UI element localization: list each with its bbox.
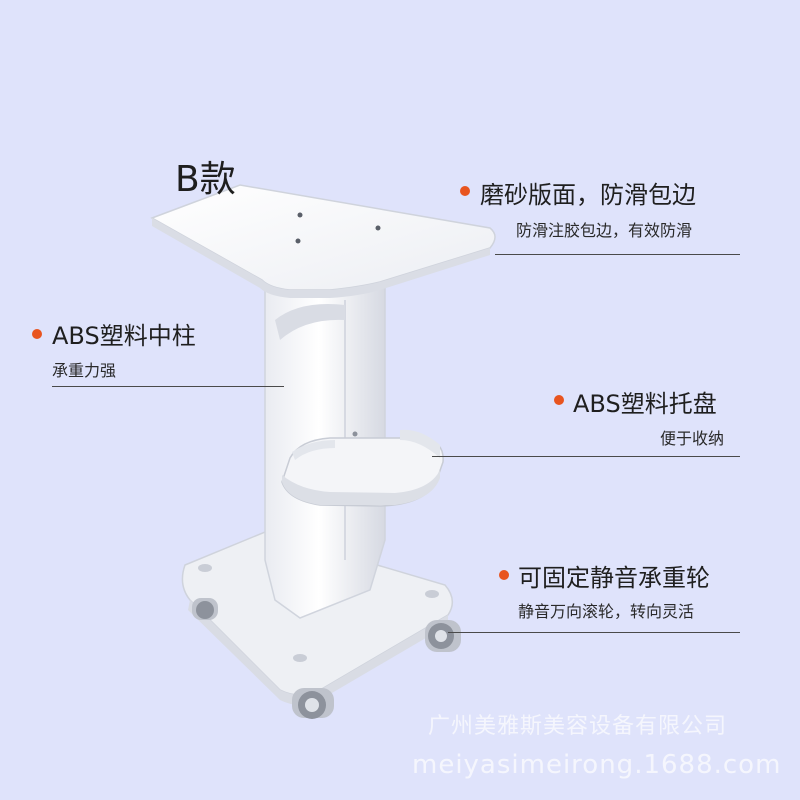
watermark-url: meiyasimeirong.1688.com bbox=[412, 750, 782, 780]
annotation-title-wheels: 可固定静音承重轮 bbox=[518, 564, 710, 592]
annotation-line-column bbox=[52, 386, 284, 387]
annotation-subtitle-column: 承重力强 bbox=[52, 361, 117, 380]
wheel-left bbox=[192, 598, 218, 620]
annotation-line-wheels bbox=[448, 632, 740, 633]
annotation-subtitle-tray: 便于收纳 bbox=[660, 429, 725, 448]
annotation-line-tray bbox=[432, 456, 740, 457]
bullet-dot bbox=[499, 570, 509, 580]
model-label: B款 bbox=[175, 159, 236, 200]
wheel-right bbox=[425, 620, 461, 652]
annotation-subtitle-surface: 防滑注胶包边，有效防滑 bbox=[516, 221, 693, 240]
tray bbox=[281, 429, 444, 507]
bullet-dot bbox=[554, 395, 564, 405]
annotation-title-column: ABS塑料中柱 bbox=[52, 322, 196, 350]
annotation-line-surface bbox=[495, 254, 740, 255]
annotation-subtitle-wheels: 静音万向滚轮，转向灵活 bbox=[518, 602, 695, 621]
annotation-title-surface: 磨砂版面，防滑包边 bbox=[480, 181, 696, 209]
top-panel bbox=[150, 184, 496, 298]
watermark-company: 广州美雅斯美容设备有限公司 bbox=[428, 714, 728, 739]
bullet-dot bbox=[32, 329, 42, 339]
bullet-dot bbox=[460, 186, 470, 196]
wheel-front bbox=[292, 688, 334, 719]
annotation-title-tray: ABS塑料托盘 bbox=[573, 390, 717, 418]
